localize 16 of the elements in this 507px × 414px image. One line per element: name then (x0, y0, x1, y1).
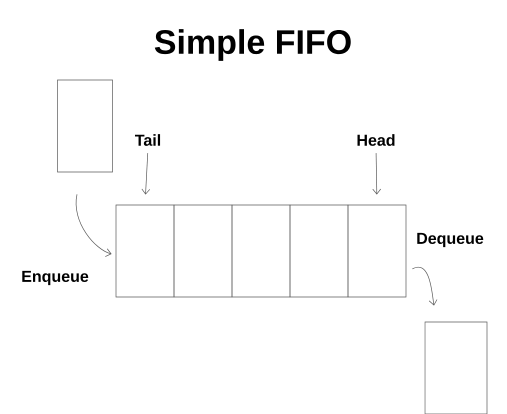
arrow (76, 194, 112, 257)
container-box (424, 322, 488, 414)
queue-cell (348, 204, 406, 298)
container-box (57, 80, 113, 172)
edge-label: Enqueue (19, 268, 91, 288)
queue-cell (116, 204, 174, 298)
queue-cell (232, 204, 290, 298)
queue-cell (290, 204, 348, 298)
arrow (412, 267, 438, 306)
pointer-label: Tail (135, 134, 160, 146)
queue-cell (174, 204, 232, 298)
edge-label: Dequeue (414, 230, 486, 250)
title: Simple FIFO (154, 29, 351, 61)
pointer-label: Head (358, 134, 394, 146)
arrow (372, 152, 382, 195)
arrow (141, 152, 150, 195)
